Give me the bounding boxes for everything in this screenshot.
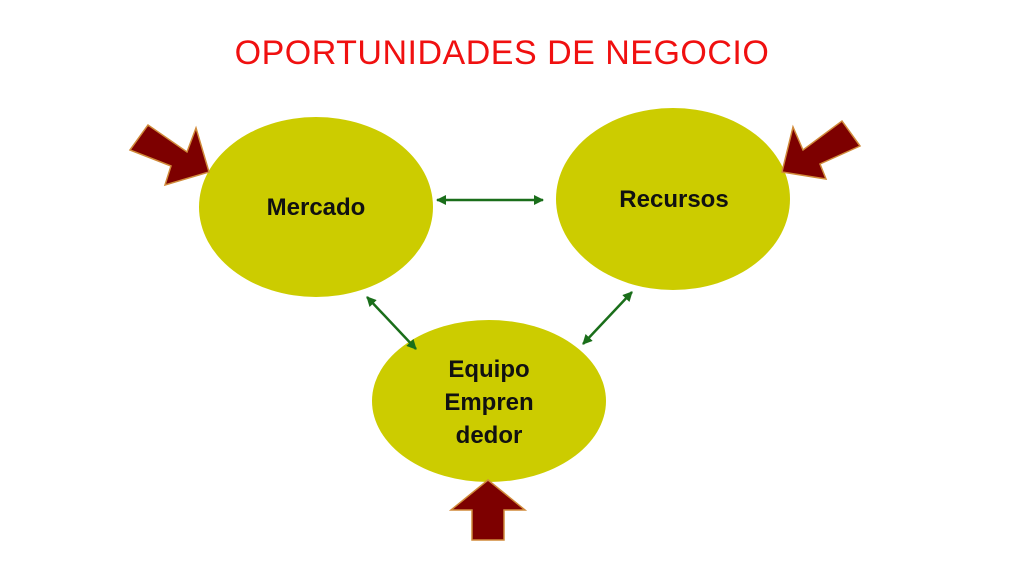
node-equipo-label-line-2: Empren <box>444 389 533 416</box>
connector-mercado-equipo <box>366 296 417 350</box>
input-arrow-equipo <box>448 479 528 541</box>
node-mercado <box>199 117 433 297</box>
connector-recursos-equipo <box>582 291 633 345</box>
node-equipo-label-line-3: dedor <box>456 422 523 449</box>
node-equipo-label-line-1: Equipo <box>448 356 529 383</box>
node-recursos <box>556 108 790 290</box>
node-recursos-label: Recursos <box>619 186 728 213</box>
input-arrow-mercado <box>128 123 210 187</box>
page-title: OPORTUNIDADES DE NEGOCIO <box>234 34 770 72</box>
input-arrow-recursos <box>781 119 862 180</box>
node-equipo-emprendedor <box>372 320 606 482</box>
node-mercado-label: Mercado <box>267 194 366 221</box>
